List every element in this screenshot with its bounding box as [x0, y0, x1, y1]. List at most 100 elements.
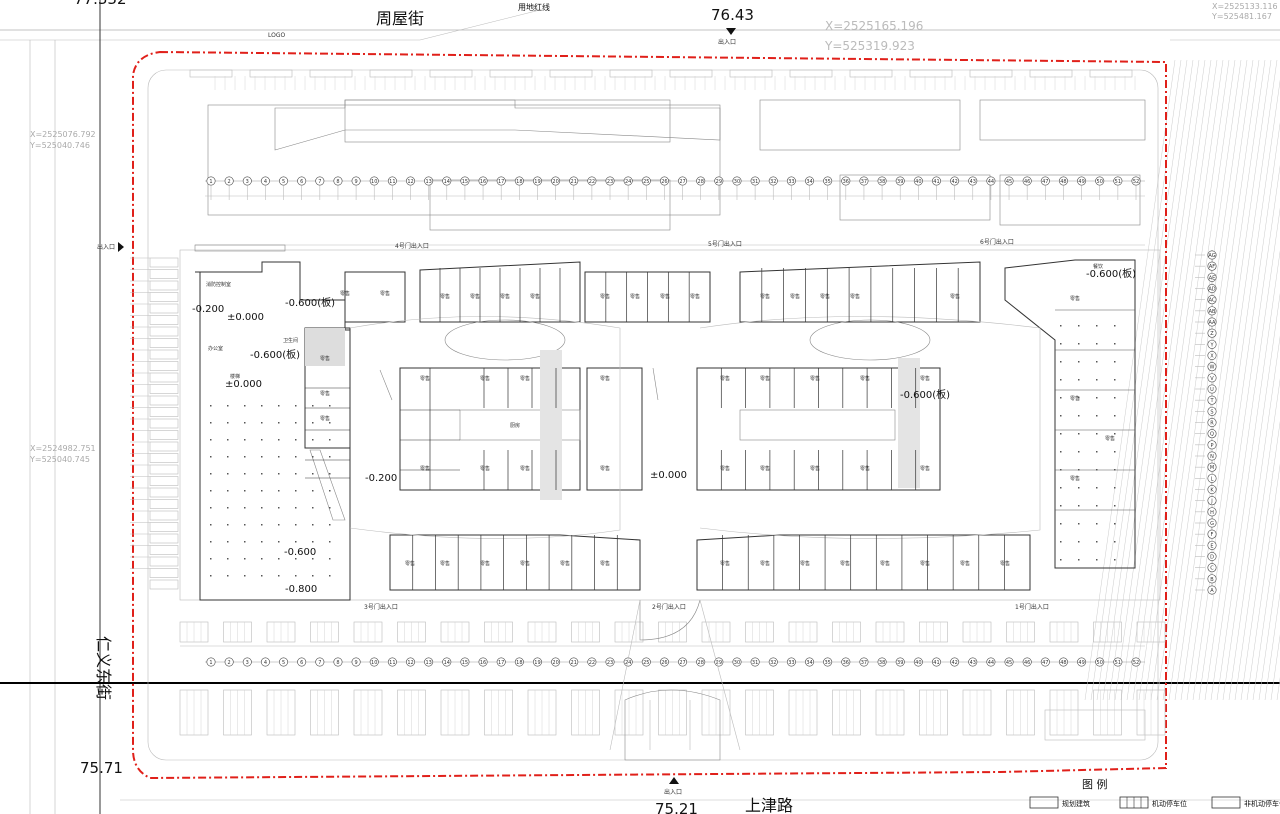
column [210, 541, 212, 543]
column [1114, 325, 1116, 327]
shop-label: 零售 [320, 415, 330, 422]
axis-bubble [224, 657, 234, 667]
axis-letter: G [1210, 521, 1214, 527]
axis-number: 11 [389, 179, 395, 185]
axis-number: 3 [246, 660, 249, 666]
column [210, 490, 212, 492]
axis-letter: AD [1208, 287, 1215, 293]
axis-bubble [279, 657, 289, 667]
axis-number: 44 [988, 179, 994, 185]
entrance-left: 出入口 [97, 242, 124, 252]
axis-letter: N [1210, 454, 1214, 460]
axis-number: 36 [843, 660, 849, 666]
level-west-3: -0.200 [192, 304, 224, 315]
axis-bubble [1040, 657, 1050, 667]
axis-number: 37 [861, 660, 867, 666]
axis-number: 2 [228, 660, 231, 666]
parking-stall-row [969, 69, 1013, 78]
shop-label: 零售 [520, 560, 530, 567]
axis-bubble [659, 176, 669, 186]
level-west-1: ±0.000 [227, 312, 264, 323]
axis-number: 32 [770, 660, 776, 666]
column [1078, 559, 1080, 561]
axis-bubble [351, 657, 361, 667]
hatch-line [1240, 420, 1280, 701]
column [1114, 415, 1116, 417]
shop-label: 零售 [840, 560, 850, 567]
coord-left1-y: Y=525040.746 [29, 141, 90, 150]
shop-label: 零售 [960, 560, 970, 567]
shop-label: 零售 [760, 465, 770, 472]
column [227, 473, 229, 475]
axis-letter: AA [1209, 320, 1217, 326]
property-red-line [132, 50, 1167, 780]
legend: 图 例 规划建筑 机动停车位 非机动停车位 [1029, 777, 1280, 809]
column [227, 575, 229, 577]
axis-number: 28 [698, 179, 704, 185]
axis-letter: U [1210, 387, 1214, 393]
axis-bubble [931, 176, 941, 186]
axis-bubble [931, 657, 941, 667]
axis-number: 26 [661, 660, 667, 666]
hatch-line [1102, 59, 1194, 701]
hatch-line [1216, 250, 1280, 701]
column [1096, 559, 1098, 561]
axis-bubble [1095, 176, 1105, 186]
axis-number: 29 [716, 179, 722, 185]
axis-bubble [1131, 657, 1141, 667]
axis-number: 47 [1042, 660, 1048, 666]
column [261, 575, 263, 577]
axis-number: 40 [915, 660, 921, 666]
column [312, 473, 314, 475]
axis-number: 4 [264, 179, 267, 185]
axis-bubble [1207, 563, 1217, 573]
shop-label: 零售 [600, 375, 610, 382]
axis-number: 42 [951, 660, 957, 666]
level-west-4: -0.200 [365, 473, 397, 484]
legend-item-car: 机动停车位 [1152, 799, 1187, 808]
column [278, 490, 280, 492]
column [312, 439, 314, 441]
column [1060, 325, 1062, 327]
axis-bubble [478, 657, 488, 667]
shop-label: 零售 [1000, 560, 1010, 567]
axis-number: 21 [571, 660, 577, 666]
axis-bubble [1131, 176, 1141, 186]
axis-number: 23 [607, 660, 613, 666]
axis-bubble [224, 176, 234, 186]
axis-number: 27 [679, 660, 685, 666]
column [1078, 487, 1080, 489]
shop-label: 零售 [760, 293, 770, 300]
axis-number: 16 [480, 179, 486, 185]
column [1060, 541, 1062, 543]
axis-bubble [605, 657, 615, 667]
axis-letter: Q [1210, 432, 1214, 438]
axis-bubble [369, 176, 379, 186]
axis-bubble [605, 176, 615, 186]
column [312, 558, 314, 560]
parking-stall-row [669, 69, 713, 78]
axis-number: 43 [970, 179, 976, 185]
parking-stall [149, 464, 179, 475]
axis-number: 32 [770, 179, 776, 185]
axis-number: 29 [716, 660, 722, 666]
hatch-line [1186, 59, 1278, 701]
shop-label: 零售 [480, 375, 490, 382]
axis-bubble [532, 176, 542, 186]
street-west: 仁义东街 [94, 636, 113, 700]
axis-bubble [1022, 176, 1032, 186]
axis-bubble [387, 657, 397, 667]
shop-label: 零售 [380, 290, 390, 297]
column [261, 439, 263, 441]
axis-bubble [1058, 657, 1068, 667]
parking-stall [149, 361, 179, 371]
level-west-8: -0.600(板) [250, 348, 300, 361]
hatch-line [1246, 463, 1280, 701]
column [244, 439, 246, 441]
column [1096, 433, 1098, 435]
column [227, 456, 229, 458]
axis-bubble [968, 657, 978, 667]
redline-label: 用地红线 [518, 2, 550, 12]
door-5-label: 5号门出入口 [708, 240, 742, 248]
